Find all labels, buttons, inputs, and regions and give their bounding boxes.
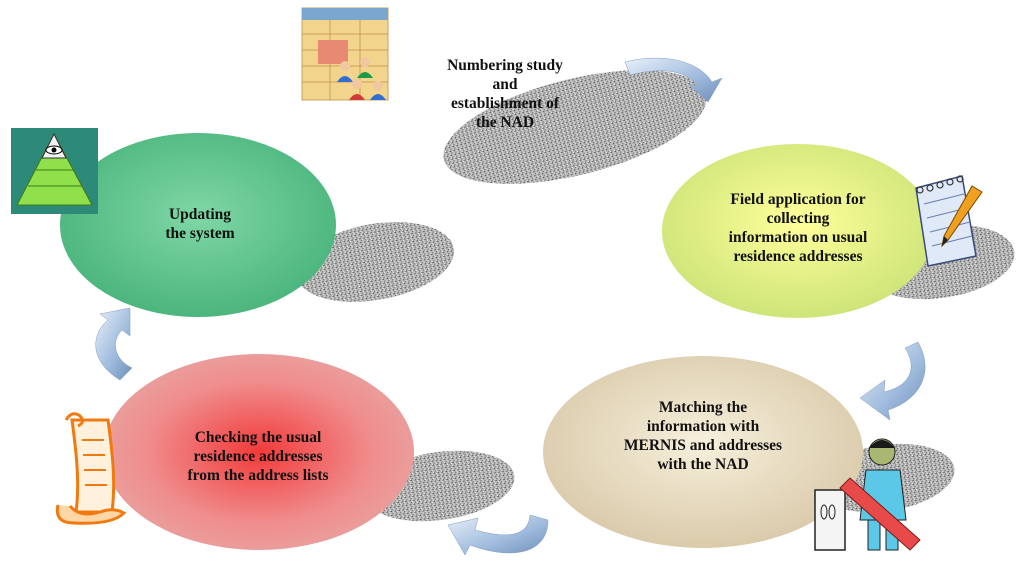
updating-shadow [295, 222, 455, 302]
field-label: Field application for collecting informa… [728, 191, 868, 265]
table-people-icon [301, 7, 389, 101]
matching-ellipse [543, 356, 863, 548]
arrow-checking-to-updating [95, 307, 133, 381]
matching-label: Matching the information with MERNIS and… [623, 399, 783, 473]
numbering-ellipse [443, 70, 707, 184]
arrow-matching-to-checking [447, 514, 549, 556]
updating-ellipse [60, 133, 336, 317]
checking-label: Checking the usual residence addresses f… [187, 429, 329, 484]
pyramid-eye-icon [11, 128, 98, 214]
field-ellipse [662, 144, 934, 318]
man-with-ruler-icon [814, 438, 921, 551]
arrow-numbering-to-field [624, 57, 723, 103]
notepad-pen-icon [915, 175, 983, 267]
numbering-label: Numbering study and establishment of the… [447, 57, 563, 131]
updating-label: Updating the system [165, 206, 235, 242]
scroll-icon [55, 412, 127, 525]
arrow-field-to-matching [859, 341, 926, 421]
checking-ellipse [104, 354, 414, 550]
